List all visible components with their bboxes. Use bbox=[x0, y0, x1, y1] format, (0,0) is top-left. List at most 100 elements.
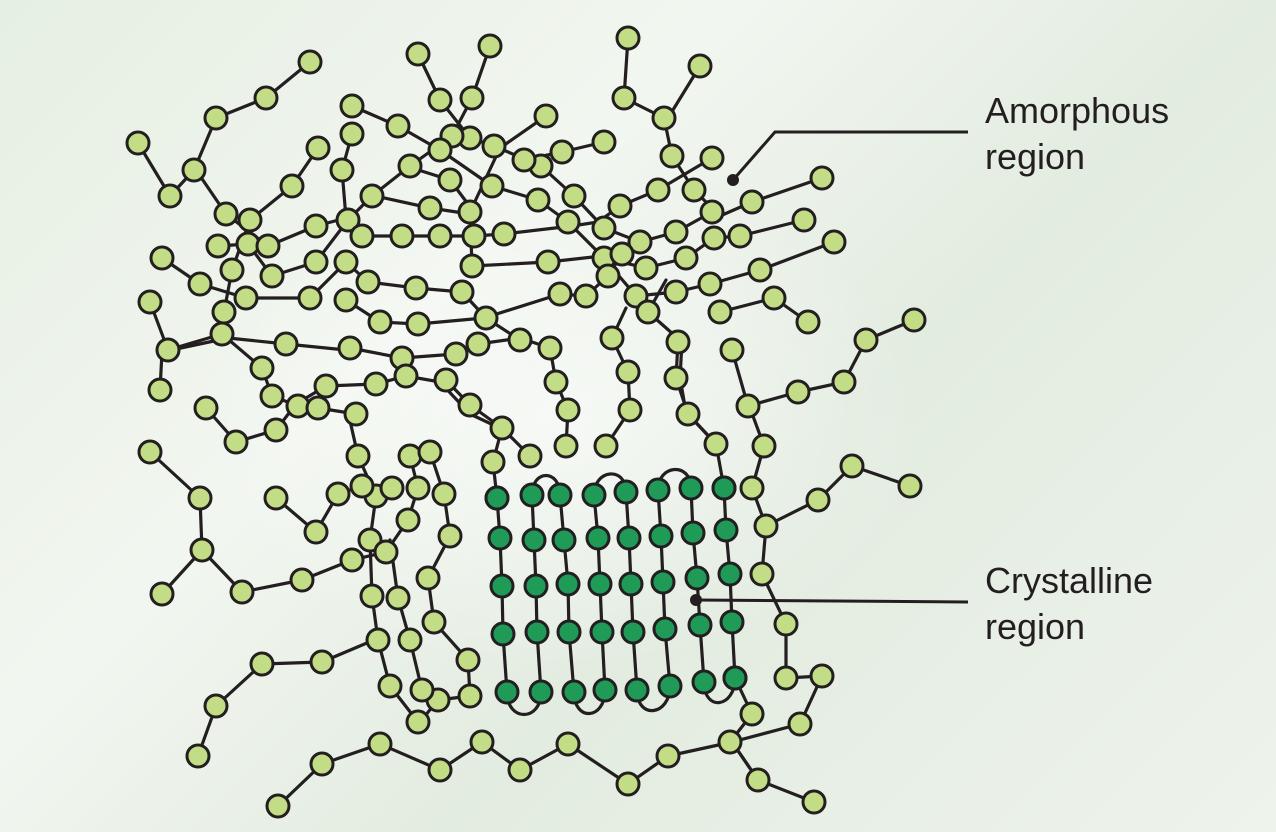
amorphous-atom bbox=[417, 195, 443, 221]
amorphous-atom bbox=[155, 337, 181, 363]
amorphous-atom bbox=[379, 475, 405, 501]
amorphous-atom bbox=[511, 147, 537, 173]
amorphous-atom bbox=[839, 453, 865, 479]
amorphous-atom bbox=[655, 743, 681, 769]
amorphous-atom bbox=[397, 153, 423, 179]
amorphous-atom bbox=[480, 449, 506, 475]
amorphous-atom bbox=[345, 443, 371, 469]
amorphous-atom bbox=[699, 199, 725, 225]
amorphous-atom bbox=[663, 219, 689, 245]
amorphous-atom bbox=[185, 743, 211, 769]
amorphous-atom bbox=[699, 145, 725, 171]
amorphous-atom bbox=[355, 269, 381, 295]
crystalline-atom bbox=[561, 679, 587, 705]
amorphous-atom bbox=[339, 93, 365, 119]
amorphous-atom bbox=[717, 729, 743, 755]
amorphous-atom bbox=[555, 209, 581, 235]
amorphous-atom bbox=[659, 143, 685, 169]
crystalline-atom bbox=[713, 517, 739, 543]
amorphous-atom bbox=[189, 537, 215, 563]
amorphous-atom bbox=[719, 337, 745, 363]
amorphous-leader-dot bbox=[727, 174, 739, 186]
amorphous-atom bbox=[459, 85, 485, 111]
amorphous-atom bbox=[547, 281, 573, 307]
amorphous-atom bbox=[263, 417, 289, 443]
amorphous-atom bbox=[427, 223, 453, 249]
amorphous-atom bbox=[591, 215, 617, 241]
amorphous-atom bbox=[149, 245, 175, 271]
crystalline-atom bbox=[650, 569, 676, 595]
amorphous-atom bbox=[313, 373, 339, 399]
amorphous-atom bbox=[233, 285, 259, 311]
crystalline-label-line1: Crystalline bbox=[985, 560, 1154, 601]
crystalline-atom bbox=[523, 573, 549, 599]
amorphous-atom bbox=[727, 223, 753, 249]
amorphous-atom bbox=[137, 439, 163, 465]
amorphous-atom bbox=[157, 183, 183, 209]
amorphous-atom bbox=[635, 299, 661, 325]
amorphous-atom bbox=[561, 183, 587, 209]
amorphous-atom bbox=[785, 379, 811, 405]
amorphous-atom bbox=[633, 255, 659, 281]
crystalline-atom bbox=[524, 619, 550, 645]
crystalline-atom bbox=[589, 619, 615, 645]
amorphous-atom bbox=[405, 311, 431, 337]
amorphous-atom bbox=[703, 431, 729, 457]
amorphous-atom bbox=[549, 139, 575, 165]
amorphous-atom bbox=[205, 233, 231, 259]
amorphous-atom bbox=[473, 305, 499, 331]
amorphous-atom bbox=[335, 207, 361, 233]
amorphous-atom bbox=[739, 189, 765, 215]
amorphous-atom bbox=[377, 673, 403, 699]
amorphous-atom bbox=[697, 271, 723, 297]
chain-bond bbox=[388, 538, 424, 692]
amorphous-atom bbox=[701, 225, 727, 251]
amorphous-atom bbox=[297, 49, 323, 75]
amorphous-atom bbox=[405, 41, 431, 67]
amorphous-atom bbox=[481, 133, 507, 159]
amorphous-atom bbox=[249, 355, 275, 381]
amorphous-atom bbox=[309, 751, 335, 777]
amorphous-atom bbox=[853, 327, 879, 353]
amorphous-atom bbox=[477, 33, 503, 59]
amorphous-atom bbox=[479, 173, 505, 199]
amorphous-atom bbox=[289, 567, 315, 593]
crystalline-atom bbox=[620, 619, 646, 645]
crystalline-atom bbox=[613, 479, 639, 505]
amorphous-region-label: Amorphous region bbox=[985, 88, 1169, 180]
amorphous-atom bbox=[409, 677, 435, 703]
amorphous-atom bbox=[329, 157, 355, 183]
amorphous-atom bbox=[279, 173, 305, 199]
amorphous-atom bbox=[203, 693, 229, 719]
amorphous-atom bbox=[901, 307, 927, 333]
amorphous-atom bbox=[125, 130, 151, 156]
amorphous-atom bbox=[349, 223, 375, 249]
amorphous-atom bbox=[337, 335, 363, 361]
amorphous-atom bbox=[367, 309, 393, 335]
amorphous-atom bbox=[209, 321, 235, 347]
amorphous-atom bbox=[339, 121, 365, 147]
amorphous-atom bbox=[237, 207, 263, 233]
amorphous-atom bbox=[489, 415, 515, 441]
amorphous-atom bbox=[305, 395, 331, 421]
amorphous-atom bbox=[443, 341, 469, 367]
amorphous-atom bbox=[181, 157, 207, 183]
crystalline-atom bbox=[487, 525, 513, 551]
crystalline-atom bbox=[645, 477, 671, 503]
amorphous-atom bbox=[751, 433, 777, 459]
amorphous-atom bbox=[309, 649, 335, 675]
amorphous-atom bbox=[333, 287, 359, 313]
crystalline-atom bbox=[618, 571, 644, 597]
crystalline-atom bbox=[684, 565, 710, 591]
crystalline-atom bbox=[687, 612, 713, 638]
crystalline-atom bbox=[551, 527, 577, 553]
amorphous-atom bbox=[517, 443, 543, 469]
amorphous-atom bbox=[745, 767, 771, 793]
amorphous-atom bbox=[457, 683, 483, 709]
amorphous-atom bbox=[595, 263, 621, 289]
amorphous-atom bbox=[749, 561, 775, 587]
amorphous-atom bbox=[427, 137, 453, 163]
amorphous-atom bbox=[663, 365, 689, 391]
amorphous-atom bbox=[599, 325, 625, 351]
amorphous-atom bbox=[203, 105, 229, 131]
